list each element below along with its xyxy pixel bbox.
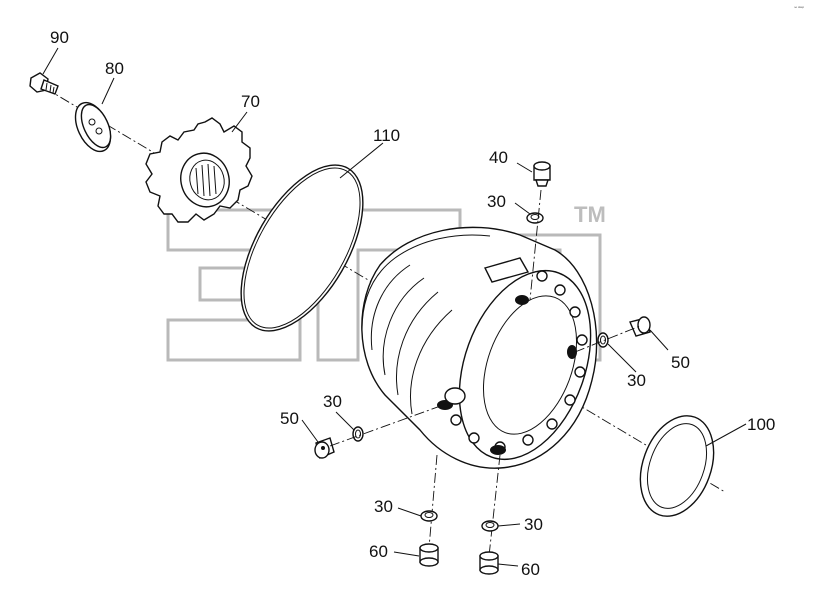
label-30-right: 30 [627, 371, 646, 390]
label-30-top: 30 [487, 192, 506, 211]
label-80: 80 [105, 59, 124, 78]
axis-bottom-left [428, 454, 438, 549]
gearbox-housing [361, 226, 598, 469]
plug-60-left [419, 543, 439, 567]
seal-ring-30-top [526, 212, 544, 224]
axis-left-plug [329, 403, 447, 447]
axis-right-plug [574, 325, 641, 353]
bolt-90 [29, 72, 59, 95]
plug-50-right [629, 316, 651, 337]
label-90: 90 [50, 28, 69, 47]
label-50-right: 50 [671, 353, 690, 372]
washer-plate-80 [74, 101, 112, 153]
label-110: 110 [373, 126, 400, 145]
seal-ring-30-left [352, 426, 364, 442]
leader-lines [42, 47, 747, 567]
label-30-bottom-left: 30 [374, 497, 393, 516]
label-30-bottom-right: 30 [524, 515, 543, 534]
vertical-axis-top [529, 189, 542, 301]
label-70: 70 [241, 92, 260, 111]
seal-ring-30-right [597, 332, 609, 348]
corner-mark: ⁿᵉ ᵈᵉᵉᵖ [794, 5, 805, 10]
plug-50-left [314, 437, 335, 459]
label-100: 100 [747, 415, 775, 434]
o-ring-110 [240, 164, 364, 332]
ring-seal-100 [639, 415, 715, 517]
seal-ring-30-bottom-right [481, 520, 499, 532]
axis-bottom-right [488, 454, 501, 557]
label-60-left: 60 [369, 542, 388, 561]
trademark-mark: TM [574, 202, 606, 227]
seal-ring-30-bottom-left [420, 510, 438, 522]
sprocket-70 [145, 117, 253, 223]
label-40: 40 [489, 148, 508, 167]
label-50-left: 50 [280, 409, 299, 428]
label-30-left: 30 [323, 392, 342, 411]
plug-40 [533, 161, 551, 187]
plug-60-right [479, 551, 499, 575]
label-60-right: 60 [521, 560, 540, 579]
